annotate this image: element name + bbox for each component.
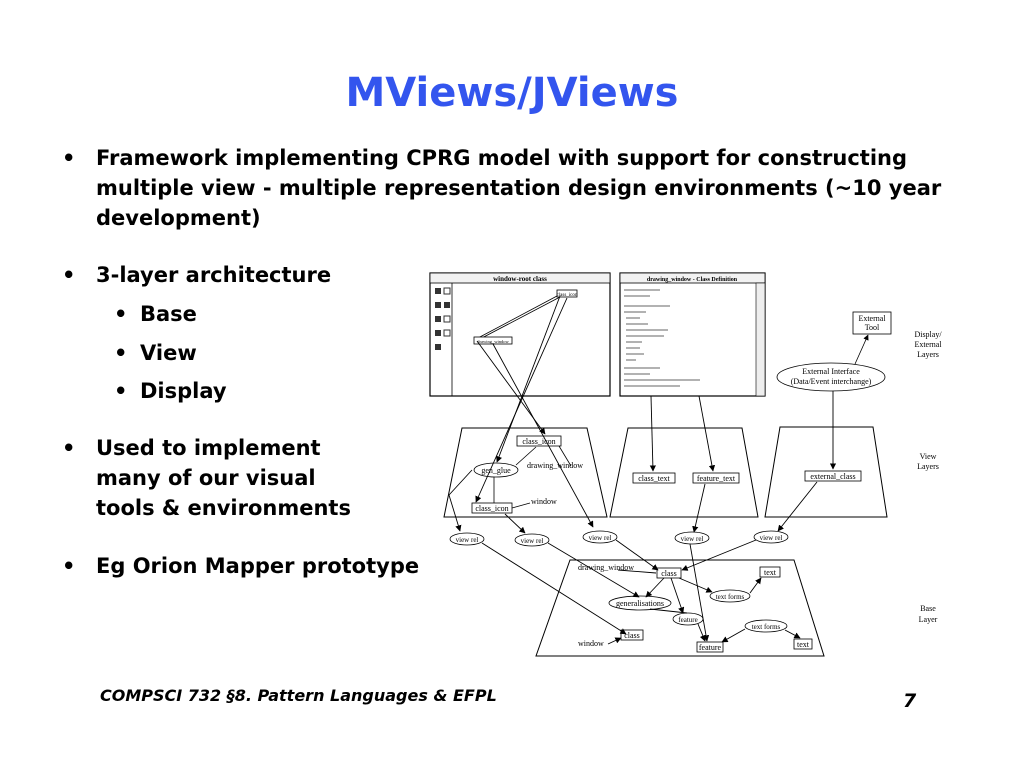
bullet-text-line: development) <box>96 206 261 230</box>
base-class-box <box>620 629 644 641</box>
external-interface-label: External Interface <box>802 367 860 376</box>
bullet-text-line: tools & environments <box>96 496 351 520</box>
view-rel-label: view rel <box>589 534 612 542</box>
view-layer-label: Layers <box>917 462 939 471</box>
view-layer-2 <box>609 427 759 518</box>
gen-glue-label: gen_glue <box>481 466 511 475</box>
drawing-window-label: drawing_window <box>527 461 583 470</box>
base-text-box <box>793 638 813 650</box>
base-window-label: window <box>578 639 604 648</box>
view-rel-ellipse <box>514 533 550 547</box>
class-icon-label: class_icon <box>522 437 555 446</box>
sub-bullet-display: • Display <box>114 376 227 406</box>
class-icon-label: class_icon <box>475 504 508 513</box>
bullet-glyph: • <box>62 146 76 170</box>
text-forms-ellipse <box>709 589 751 603</box>
bullet-text-line: Used to implement <box>96 436 321 460</box>
bullet-glyph: • <box>62 554 76 578</box>
view-layer-label: View <box>920 452 937 461</box>
text-forms-ellipse <box>744 619 788 633</box>
display-layer-label: Display/ <box>914 330 942 339</box>
generalisations-ellipse <box>608 595 672 611</box>
base-layer-label: Base <box>920 604 936 613</box>
bullet-list: • Framework implementing CPRG model with… <box>62 143 942 581</box>
display-layer-label: External <box>914 340 942 349</box>
base-layer <box>535 559 825 657</box>
bullet-text: Eg Orion Mapper prototype <box>96 554 420 578</box>
base-class-box <box>656 567 682 579</box>
page-number: 7 <box>903 690 917 712</box>
view-rel-label: view rel <box>681 535 704 543</box>
sub-bullet-text: View <box>140 341 197 365</box>
display-layer-label: Layers <box>917 350 939 359</box>
bullet-glyph: • <box>62 263 76 287</box>
text-forms-label: text forms <box>716 593 745 601</box>
feature-ellipse-label: feature <box>678 616 697 624</box>
generalisations-label: generalisations <box>616 599 664 608</box>
bullet-used-to-implement: • Used to implement many of our visual t… <box>62 433 351 523</box>
view-layer-3 <box>764 426 888 518</box>
base-feature-label: feature <box>699 643 722 652</box>
bullet-glyph: • <box>114 302 128 326</box>
base-feature-box <box>696 641 724 653</box>
sub-bullet-view: • View <box>114 338 197 368</box>
base-class-label: class <box>661 569 677 578</box>
external-interface-ellipse <box>776 362 886 392</box>
bullet-text-line: many of our visual <box>96 466 316 490</box>
screenshot-window-root: window-root class class_icon drawing_win… <box>429 272 611 397</box>
screenshot1-class-icon-label: class_icon <box>557 293 578 298</box>
external-tool-label: Tool <box>865 323 880 332</box>
bullet-architecture: • 3-layer architecture <box>62 260 332 290</box>
view-rel-ellipse <box>582 530 618 544</box>
view-rel-ellipses: view rel view rel view rel view rel view… <box>449 530 789 547</box>
bullet-glyph: • <box>114 379 128 403</box>
base-text-label: text <box>797 640 810 649</box>
screenshot-class-definition: drawing_window - Class Definition <box>619 272 766 397</box>
bullet-text-line: Framework implementing CPRG model with s… <box>96 146 908 170</box>
text-forms-label: text forms <box>752 623 781 631</box>
external-class-label: external_class <box>810 472 855 481</box>
gen-glue-ellipse <box>473 462 519 478</box>
screenshot1-title: window-root class <box>493 275 547 283</box>
view-rel-label: view rel <box>760 534 783 542</box>
external-tool-label: External <box>858 314 886 323</box>
base-class-label: class <box>624 631 640 640</box>
window-label: window <box>531 497 557 506</box>
class-text-label: class_text <box>638 474 670 483</box>
base-text-box <box>759 566 781 578</box>
bullet-text-line: multiple view - multiple representation … <box>96 176 942 200</box>
palette-icon <box>435 287 451 350</box>
screenshot2-title: drawing_window - Class Definition <box>647 277 738 283</box>
connector-arrows <box>448 295 837 645</box>
external-tool-box <box>852 311 892 335</box>
base-layer-label: Layer <box>919 615 938 624</box>
slide-title: MViews/JViews <box>345 70 679 116</box>
view-rel-label: view rel <box>456 536 479 544</box>
base-text-label: text <box>764 568 777 577</box>
external-class-box <box>804 470 862 482</box>
sub-bullet-base: • Base <box>114 299 197 329</box>
view-rel-ellipse <box>449 532 485 546</box>
view-rel-ellipse <box>753 530 789 544</box>
base-drawing-window-label: drawing_window <box>578 563 634 572</box>
view-rel-label: view rel <box>521 537 544 545</box>
bullet-framework: • Framework implementing CPRG model with… <box>62 143 942 233</box>
layer-labels: Display/ External Layers View Layers Bas… <box>914 330 942 624</box>
footer-course: COMPSCI 732 §8. Pattern Languages & EFPL <box>100 686 497 705</box>
bullet-glyph: • <box>62 436 76 460</box>
class-text-box <box>632 472 676 484</box>
view-rel-ellipse <box>674 531 710 545</box>
bullet-text: 3-layer architecture <box>96 263 332 287</box>
feature-text-box <box>692 472 740 484</box>
screenshot1-drawing-label: drawing_window <box>477 339 509 344</box>
feature-text-label: feature_text <box>697 474 736 483</box>
sub-bullet-text: Base <box>140 302 197 326</box>
external-interface-label: (Data/Event interchange) <box>791 377 872 386</box>
class-icon-box <box>516 435 562 447</box>
bullet-orion: • Eg Orion Mapper prototype <box>62 551 420 581</box>
sub-bullet-text: Display <box>140 379 227 403</box>
bullet-glyph: • <box>114 341 128 365</box>
